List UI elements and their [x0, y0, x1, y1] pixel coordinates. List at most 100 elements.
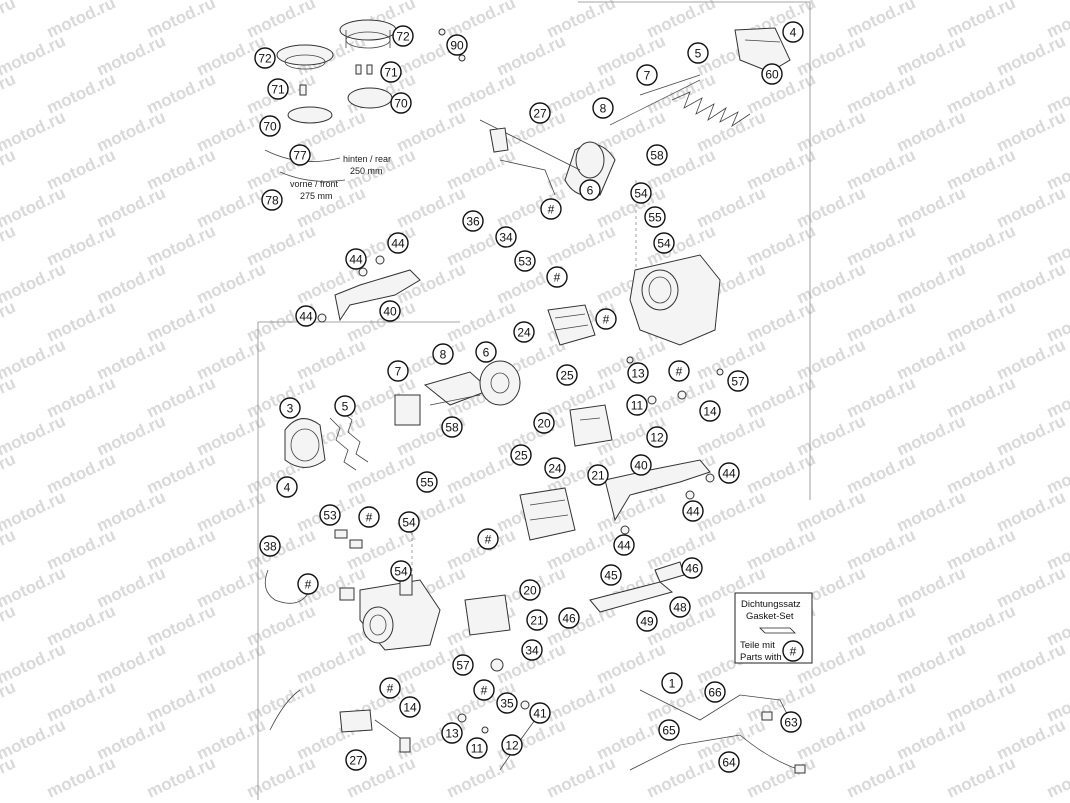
callout-circle — [626, 394, 648, 416]
callout-54: 54 — [653, 232, 675, 254]
callout-circle — [432, 343, 454, 365]
callout-circle — [780, 711, 802, 733]
hose-front-length: 275 mm — [300, 191, 333, 201]
callout-label: 11 — [471, 742, 484, 756]
callout-circle — [704, 681, 726, 703]
callout-45: 45 — [600, 564, 622, 586]
callout-25: 25 — [556, 364, 578, 386]
callout-circle — [630, 454, 652, 476]
watermark-text: motod.ru — [144, 753, 219, 801]
watermark-text: motod.ru — [544, 753, 619, 801]
callout-57: 57 — [452, 654, 474, 676]
callout-label: 70 — [394, 97, 408, 111]
callout-circle — [646, 426, 668, 448]
watermark-text: motod.ru — [0, 297, 18, 345]
callout-label: 40 — [383, 305, 397, 319]
watermark-text: motod.ru — [0, 677, 18, 725]
watermark-text: motod.ru — [244, 753, 319, 801]
callout-66: 66 — [704, 681, 726, 703]
callout-hash: # — [297, 573, 319, 595]
callout-circle — [510, 444, 532, 466]
callout-label: 60 — [765, 68, 779, 82]
callout-label: 53 — [518, 255, 532, 269]
callout-circle — [462, 210, 484, 232]
callout-circle — [613, 534, 635, 556]
callout-label: 72 — [396, 30, 410, 44]
callout-44: 44 — [345, 248, 367, 270]
callout-circle — [699, 400, 721, 422]
callout-55: 55 — [644, 206, 666, 228]
lower-carburetor-group — [264, 356, 806, 774]
callout-circle — [761, 63, 783, 85]
watermark-text: motod.ru — [944, 753, 1019, 801]
callout-label: 78 — [265, 194, 279, 208]
callout-circle — [259, 115, 281, 137]
callout-44: 44 — [682, 500, 704, 522]
callout-circle — [587, 464, 609, 486]
callout-circle — [466, 737, 488, 759]
callout-label: # — [481, 684, 488, 698]
watermark-text: motod.ru — [0, 221, 18, 269]
callout-circle — [334, 395, 356, 417]
callout-label: 44 — [617, 539, 631, 553]
callout-label: 54 — [634, 187, 648, 201]
watermark-text: motod.ru — [444, 753, 519, 801]
callout-11: 11 — [466, 737, 488, 759]
callout-label: 36 — [466, 215, 480, 229]
callout-circle — [390, 560, 412, 582]
callout-1: 1 — [661, 672, 683, 694]
callout-20: 20 — [519, 579, 541, 601]
callout-label: 4 — [790, 26, 797, 40]
callout-label: 44 — [722, 467, 736, 481]
callout-8: 8 — [592, 97, 614, 119]
callout-label: 20 — [523, 584, 537, 598]
callout-circle — [544, 457, 566, 479]
callout-circle — [345, 248, 367, 270]
callout-circle — [392, 25, 414, 47]
callout-44: 44 — [295, 305, 317, 327]
callout-circle — [630, 182, 652, 204]
callout-5: 5 — [334, 395, 356, 417]
callout-label: 48 — [673, 601, 687, 615]
callout-label: 35 — [500, 697, 514, 711]
callout-label: 25 — [560, 369, 574, 383]
callout-54: 54 — [398, 511, 420, 533]
callout-circle — [289, 144, 311, 166]
callout-54: 54 — [630, 182, 652, 204]
legend-gasket-de: Dichtungssatz — [741, 599, 801, 610]
callout-4: 4 — [276, 476, 298, 498]
callout-circle — [558, 607, 580, 629]
callout-55: 55 — [416, 471, 438, 493]
callout-circle — [533, 412, 555, 434]
callout-label: 4 — [284, 481, 291, 495]
callout-label: 24 — [548, 462, 562, 476]
callout-label: 55 — [648, 211, 662, 225]
callout-circle — [627, 362, 649, 384]
callout-71: 71 — [267, 78, 289, 100]
callout-12: 12 — [501, 734, 523, 756]
callout-label: 44 — [391, 237, 405, 251]
callout-circle — [636, 64, 658, 86]
callout-circle — [441, 416, 463, 438]
legend-parts-en: Parts with — [740, 652, 782, 663]
callout-circle — [475, 341, 497, 363]
watermark-text: motod.ru — [0, 449, 18, 497]
callout-circle — [495, 226, 517, 248]
callout-70: 70 — [259, 115, 281, 137]
callout-circle — [592, 97, 614, 119]
callout-64: 64 — [718, 751, 740, 773]
callout-circle — [600, 564, 622, 586]
callout-34: 34 — [521, 639, 543, 661]
watermark-text: motod.ru — [0, 601, 18, 649]
callout-60: 60 — [761, 63, 783, 85]
callout-20: 20 — [533, 412, 555, 434]
callout-label: 34 — [525, 644, 539, 658]
callout-circle — [556, 364, 578, 386]
callout-circle — [297, 573, 319, 595]
callout-25: 25 — [510, 444, 532, 466]
callout-3: 3 — [279, 397, 301, 419]
legend-parts-de: Teile mit — [740, 640, 775, 651]
callout-label: 8 — [440, 348, 447, 362]
frame-lines — [257, 1, 811, 800]
